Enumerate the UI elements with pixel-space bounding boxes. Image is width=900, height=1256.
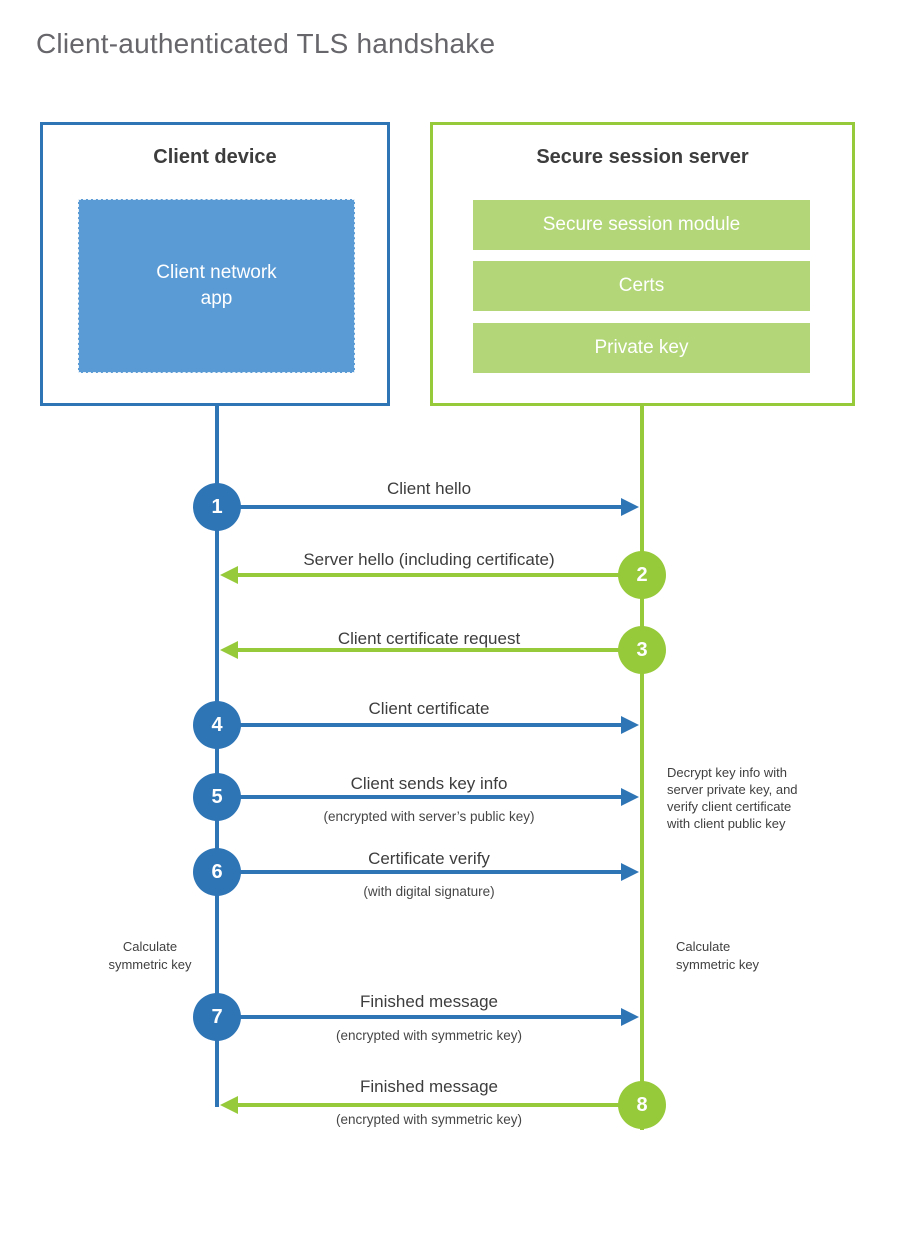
note-calculate-symmetric-key-server: Calculate symmetric key (676, 938, 786, 974)
label-finished-message-server: Finished message (360, 1077, 498, 1096)
step-badge-3: 3 (618, 626, 666, 674)
arrowhead-right-icon (621, 788, 639, 806)
client-device-heading: Client device (153, 146, 277, 168)
server-lifeline (640, 405, 644, 1130)
arrow-client-sends-key-info (217, 788, 639, 806)
server-module-private-key: Private key (473, 323, 810, 373)
step-badge-1: 1 (193, 483, 241, 531)
arrow-finished-message-client (217, 1008, 639, 1026)
server-module-certs: Certs (473, 261, 810, 311)
sublabel-encrypted-server-public-key: (encrypted with server’s public key) (323, 809, 535, 824)
step-badge-6: 6 (193, 848, 241, 896)
step-badge-5: 5 (193, 773, 241, 821)
arrow-client-certificate-request (220, 641, 642, 659)
arrow-server-hello (220, 566, 642, 584)
arrowhead-left-icon (220, 641, 238, 659)
arrow-certificate-verify (217, 863, 639, 881)
client-network-app-label: Client network app (156, 262, 277, 309)
arrowhead-right-icon (621, 498, 639, 516)
label-server-hello: Server hello (including certificate) (303, 550, 555, 569)
label-finished-message-client: Finished message (360, 992, 498, 1011)
note-line: symmetric key (676, 957, 760, 972)
label-certificate-verify: Certificate verify (368, 849, 490, 868)
note-line: verify client certificate (667, 799, 792, 814)
note-line: with client public key (667, 816, 786, 831)
sublabel-with-digital-signature: (with digital signature) (363, 884, 495, 899)
label-client-hello: Client hello (386, 479, 472, 498)
label-client-sends-key-info: Client sends key info (350, 774, 508, 793)
step-badge-4: 4 (193, 701, 241, 749)
secure-session-server-heading: Secure session server (536, 146, 749, 168)
arrow-client-certificate (217, 716, 639, 734)
client-network-app-box: Client network app (78, 199, 355, 373)
note-line: symmetric key (108, 957, 192, 972)
arrowhead-right-icon (621, 863, 639, 881)
step-badge-7: 7 (193, 993, 241, 1041)
note-line: server private key, and (667, 782, 798, 797)
server-module-secure-session-module: Secure session module (473, 200, 810, 250)
note-line: Calculate (122, 939, 178, 954)
arrow-finished-message-server (220, 1096, 642, 1114)
arrow-client-hello (217, 498, 639, 516)
note-calculate-symmetric-key-client: Calculate symmetric key (100, 938, 200, 974)
arrowhead-left-icon (220, 566, 238, 584)
label-client-certificate-request: Client certificate request (337, 629, 521, 648)
label-client-certificate: Client certificate (368, 699, 490, 718)
sublabel-encrypted-symmetric-key-server: (encrypted with symmetric key) (335, 1112, 523, 1127)
note-line: Decrypt key info with (667, 765, 787, 780)
client-lifeline (215, 405, 219, 1107)
sublabel-encrypted-symmetric-key-client: (encrypted with symmetric key) (335, 1028, 523, 1043)
arrowhead-right-icon (621, 716, 639, 734)
note-decrypt-key-info: Decrypt key info with server private key… (667, 764, 837, 832)
arrowhead-right-icon (621, 1008, 639, 1026)
note-line: Calculate (676, 939, 731, 954)
step-badge-8: 8 (618, 1081, 666, 1129)
step-badge-2: 2 (618, 551, 666, 599)
page-title: Client-authenticated TLS handshake (36, 28, 496, 59)
arrowhead-left-icon (220, 1096, 238, 1114)
